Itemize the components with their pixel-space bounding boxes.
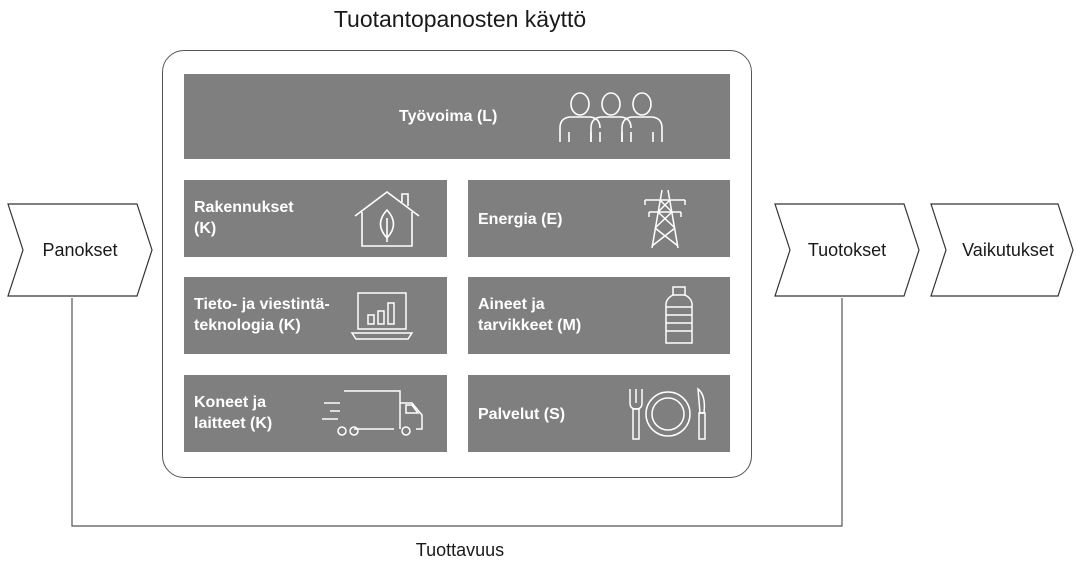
footer-label: Tuottavuus [415,540,505,560]
bottle-icon [665,286,693,344]
flow-vaikutukset: Vaikutukset [930,203,1074,297]
tile-tieto: Tieto- ja viestintä- teknologia (K) [184,277,447,354]
tile-tieto-label: Tieto- ja viestintä- teknologia (K) [194,296,330,334]
flow-tuotokset-label: Tuotokset [807,239,887,260]
tile-palvelut: Palvelut (S) [468,375,730,452]
tile-aineet: Aineet ja tarvikkeet (M) [468,277,730,354]
tile-tyovoima-label: Työvoima (L) [399,108,498,125]
plate-cutlery-icon [629,387,706,440]
tile-palvelut-label: Palvelut (S) [478,406,566,423]
tile-energia: Energia (E) [468,180,730,257]
flow-tuotokset: Tuotokset [774,203,920,297]
truck-icon [322,390,423,436]
diagram-title: Tuotantopanosten käyttö [333,6,587,32]
flow-panokset-label: Panokset [42,239,118,260]
tile-aineet-label: Aineet ja tarvikkeet (M) [478,296,582,334]
flow-vaikutukset-label: Vaikutukset [962,239,1054,260]
tile-energia-label: Energia (E) [478,211,563,228]
tile-rakennukset-label: Rakennukset (K) [194,199,294,237]
tile-tyovoima: Työvoima (L) [184,74,730,159]
tile-koneet-label: Koneet ja laitteet (K) [194,394,273,432]
flow-panokset: Panokset [7,203,153,297]
tile-rakennukset: Rakennukset (K) [184,180,447,257]
people-icon [559,92,663,142]
house-leaf-icon [354,191,420,247]
tile-koneet: Koneet ja laitteet (K) [184,375,447,452]
laptop-chart-icon [350,292,414,340]
power-pylon-icon [644,189,686,249]
